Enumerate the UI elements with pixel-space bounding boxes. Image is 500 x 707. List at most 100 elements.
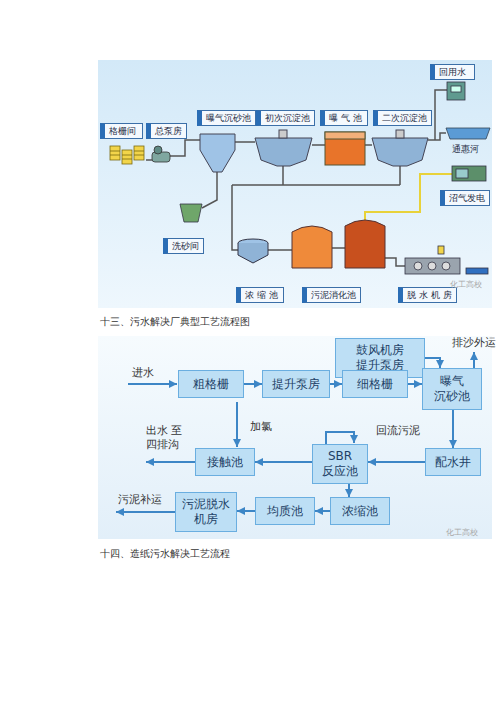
node-text: 接触池 [207,455,243,470]
watermark: 化工高校 [446,526,478,540]
node-text: 配水井 [435,455,471,470]
process-box: 接触池 [195,448,255,476]
dewatering-machine-part [442,262,450,270]
node-text: SBR 反应池 [321,449,358,479]
flow-label: 通惠河 [452,142,479,156]
node-text: 二次沉淀池 [382,112,427,124]
flow-arrow [244,383,262,385]
unit-label: 浓 缩 池 [236,287,284,303]
pipes-part [365,144,372,146]
node-text: 曝气沉砂池 [206,112,251,124]
process-box: 浓缩池 [330,497,390,525]
unit-label: 总泵房 [146,123,187,139]
bottom-panel [98,336,492,539]
node-text: 洗砂间 [172,240,199,252]
watermark: 化工高校 [450,278,482,292]
process-box: SBR 反应池 [312,444,368,484]
generator-part [456,169,468,178]
bar-screens [110,146,144,164]
process-box: 细格栅 [342,370,408,398]
pump-part [152,152,170,162]
aux-arrows-part [146,461,195,463]
aeration-tank-part [325,132,365,139]
secondary-clarifier [372,130,428,166]
pipes-part [232,184,400,186]
pipes-part [435,90,447,140]
flow-arrow [237,510,255,512]
dewatering-machine-part [466,268,488,274]
gas-pipe [365,174,452,220]
node-text: 提升泵房 [272,377,320,392]
reuse-tank-part [447,82,465,100]
unit-label: 污泥消化池 [302,287,361,303]
dewatering-machine-part [428,262,436,270]
node-text: 污泥消化池 [311,289,356,301]
node-text: 浓 缩 池 [245,289,279,301]
node-text: 污泥脱水 机房 [181,497,230,527]
node-text: 初次沉淀池 [265,112,310,124]
connectors [237,358,453,511]
flow-arrow [255,461,312,463]
aeration-tank [325,132,365,165]
dewatering-machine [405,246,488,274]
node-text: 鼓风机房 提升泵房 [352,343,407,373]
node-text: 细格栅 [357,377,393,392]
dewatering-machine-part [438,246,444,254]
caption: 十四、造纸污水解决工艺流程 [100,547,230,561]
unit-label: 洗砂间 [163,238,204,254]
process-box: 均质池 [255,497,315,525]
generator [452,166,486,181]
unit-label: 曝 气 池 [320,110,368,126]
unit-label: 格栅间 [100,123,143,139]
caption: 十三、污水解决厂典型工艺流程图 [100,315,250,329]
sand-wash [180,204,202,222]
unit-label: 回用水 [430,64,475,80]
flow-arrow [452,410,454,448]
flow-label: 污泥补运 [118,493,162,507]
unit-label: 二次沉淀池 [373,110,432,126]
pipes-part [312,144,325,146]
pipes-part [268,249,292,251]
node-text: 浓缩池 [342,504,378,519]
pipes-part [146,159,152,161]
pipes-part [170,140,200,156]
pipes-part [385,258,405,266]
generator-part [452,166,486,181]
aux-arrows-part [128,383,177,385]
secondary-clarifier-part [396,130,404,138]
unit-label: 初次沉淀池 [256,110,315,126]
pipes-part [232,185,238,250]
primary-clarifier-part [279,130,287,138]
pipes-part [282,165,284,185]
grit-tank [200,134,235,172]
flow-arrow [368,461,425,463]
node-text: 格栅间 [109,125,138,137]
unit-label: 曝气沉砂池 [197,110,256,126]
primary-clarifier [255,130,312,166]
river [446,128,490,139]
pipes-part [235,141,255,143]
flow-arrow [425,358,440,368]
flow-label: 排沙外运 [452,336,496,350]
bar-screens-part [110,151,144,159]
flow-label: 加氯 [250,420,272,434]
process-box: 粗格栅 [178,370,244,398]
reuse-tank-part [451,86,461,92]
bar-screens-part [134,146,144,160]
thickener-part [238,243,268,263]
node-text: 曝气 沉砂池 [433,374,470,404]
aux-arrows-part [326,432,354,444]
node-text: 粗格栅 [193,377,229,392]
dewatering-machine-part [405,258,460,274]
aux-arrows-part [473,352,475,368]
secondary-clarifier-part [372,138,428,166]
flow-label: 出水 至四排沟 [146,424,192,452]
pipes-part [399,165,401,185]
flow-arrow [348,484,350,497]
top-panel [98,60,492,308]
digesters-part [292,226,332,268]
node-text: 脱 水 机 房 [407,289,452,301]
node-text: 曝 气 池 [329,112,363,124]
bar-screens-part [110,146,120,160]
